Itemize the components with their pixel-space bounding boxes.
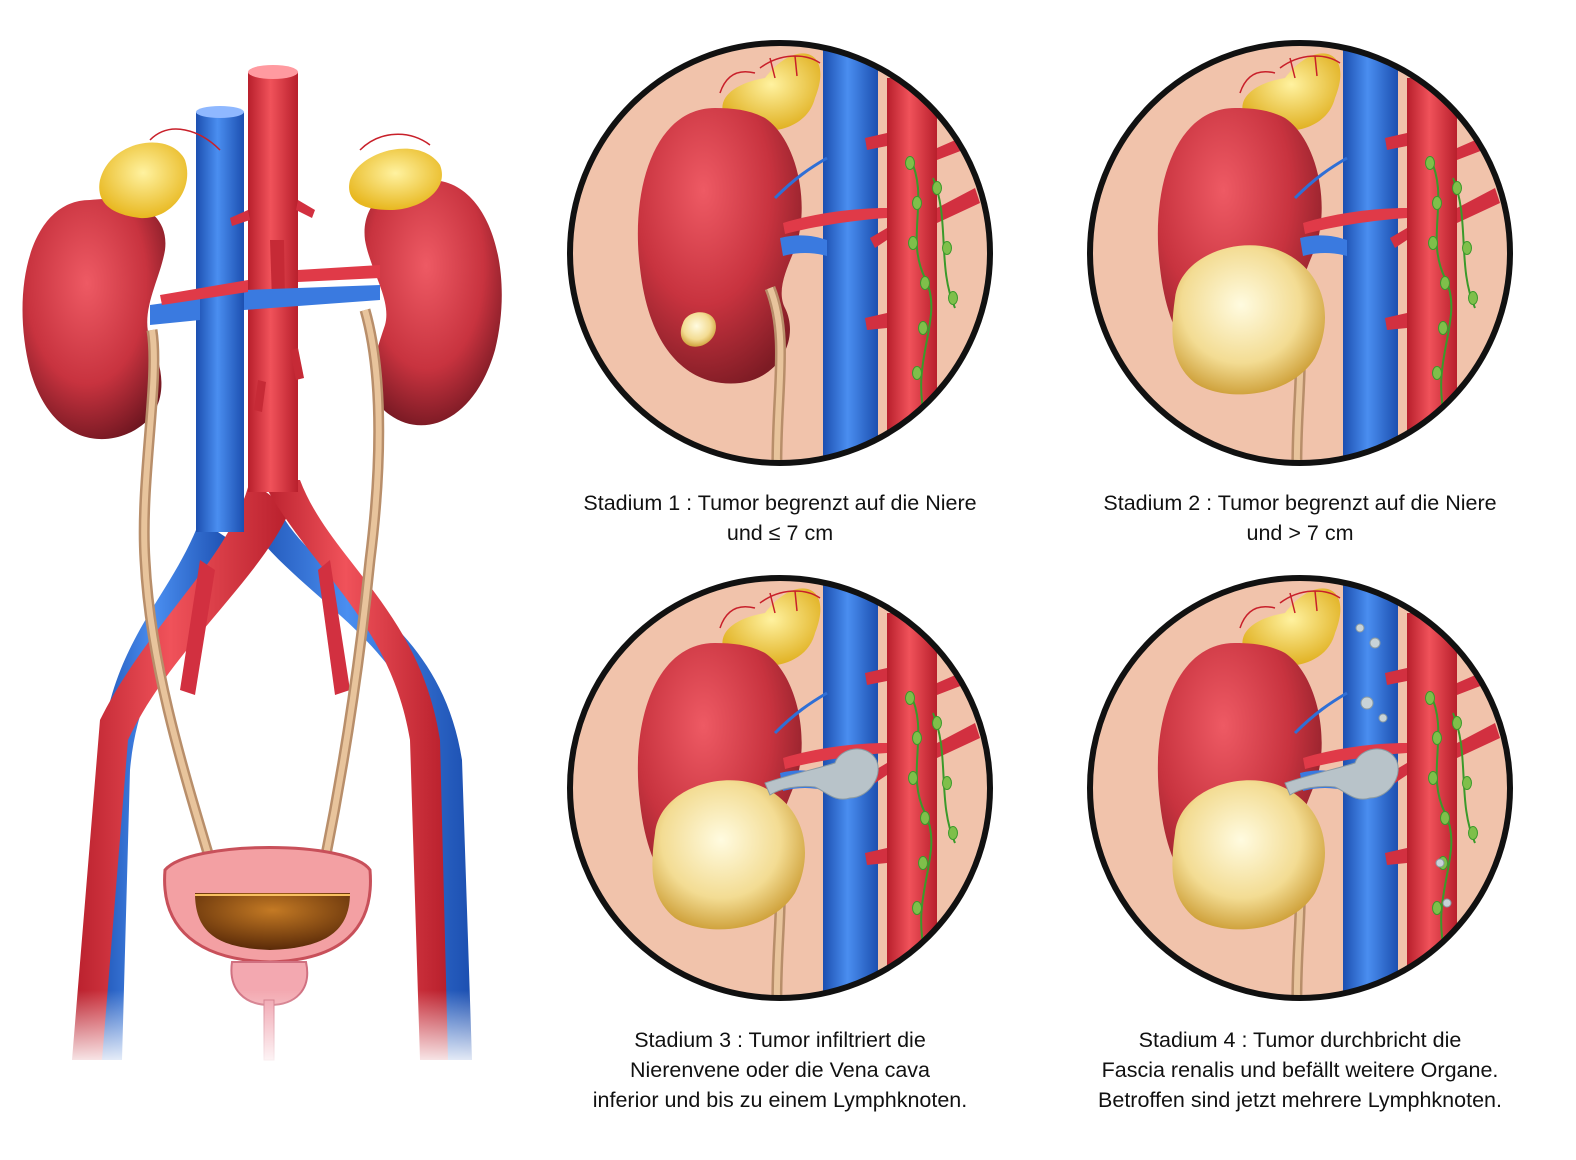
- stage-2-caption: Stadium 2 : Tumor begrenzt auf die Niere…: [1060, 488, 1540, 548]
- metastasis: [1442, 898, 1452, 908]
- stage-4-caption-line: Fascia renalis und befällt weitere Organ…: [1101, 1058, 1499, 1082]
- magnifier-ring: [567, 40, 993, 466]
- vena-cava: [1343, 43, 1398, 463]
- lymph-node: [1425, 691, 1435, 705]
- lymph-node: [912, 901, 922, 915]
- lymph-node: [920, 811, 930, 825]
- lymph-node: [942, 776, 952, 790]
- stage-3-caption: Stadium 3 : Tumor infiltriert die Nieren…: [540, 1025, 1020, 1115]
- lymph-node: [1425, 156, 1435, 170]
- stage-3-caption-line: Nierenvene oder die Vena cava: [629, 1058, 930, 1082]
- aorta: [1407, 78, 1457, 463]
- stage-4-panel: Stadium 4 : Tumor durchbricht die Fascia…: [1060, 573, 1540, 1133]
- lymph-node: [932, 181, 942, 195]
- lymph-node: [905, 156, 915, 170]
- lymph-node: [912, 731, 922, 745]
- metastasis: [1355, 623, 1365, 633]
- stage-3-caption-line: inferior und bis zu einem Lymphknoten.: [592, 1088, 968, 1112]
- lymph-node: [1468, 826, 1478, 840]
- magnifier-ring: [567, 575, 993, 1001]
- lymph-node: [1432, 196, 1442, 210]
- left-adrenal-gland: [349, 148, 442, 210]
- left-iliac-vein: [245, 520, 472, 1060]
- lymph-node: [912, 366, 922, 380]
- stage-3-panel: Stadium 3 : Tumor infiltriert die Nieren…: [540, 573, 1020, 1133]
- metastasis: [1378, 713, 1388, 723]
- lymph-node: [948, 826, 958, 840]
- right-adrenal-gland: [99, 142, 188, 219]
- stage-1-illustration: [567, 40, 993, 466]
- aorta: [1407, 613, 1457, 998]
- stage-2-illustration: [1087, 40, 1513, 466]
- left-kidney: [364, 179, 502, 426]
- vena-cava: [196, 112, 244, 532]
- stage-4-caption: Stadium 4 : Tumor durchbricht die Fascia…: [1060, 1025, 1540, 1115]
- stage-1-caption-line: Stadium 1 : Tumor begrenzt auf die Niere: [583, 491, 977, 515]
- lymph-node: [1440, 276, 1450, 290]
- lymph-node: [1432, 731, 1442, 745]
- lymph-node: [908, 771, 918, 785]
- lymph-node: [1468, 291, 1478, 305]
- lymph-node: [912, 196, 922, 210]
- magnifier-ring: [1087, 575, 1513, 1001]
- tumor-thrombus: [1284, 748, 1399, 800]
- urinary-system-illustration: [0, 0, 540, 1155]
- lymph-node: [1438, 321, 1448, 335]
- metastasis: [1435, 858, 1445, 868]
- lymph-node: [942, 241, 952, 255]
- metastasis: [1369, 637, 1381, 649]
- lymph-node: [1428, 236, 1438, 250]
- stage-3-caption-line: Stadium 3 : Tumor infiltriert die: [634, 1028, 926, 1052]
- aorta: [887, 78, 937, 463]
- lymph-node: [918, 321, 928, 335]
- stage-4-caption-line: Stadium 4 : Tumor durchbricht die: [1138, 1028, 1462, 1052]
- tumor: [1172, 245, 1325, 395]
- lymph-node: [1452, 181, 1462, 195]
- lymph-node: [908, 236, 918, 250]
- vena-cava: [823, 43, 878, 463]
- lymph-node: [1428, 771, 1438, 785]
- magnifier-ring: [1087, 40, 1513, 466]
- lymph-node: [1432, 901, 1442, 915]
- stage-1-caption: Stadium 1 : Tumor begrenzt auf die Niere…: [540, 488, 1020, 548]
- stage-4-caption-line: Betroffen sind jetzt mehrere Lymphknoten…: [1098, 1088, 1502, 1112]
- aorta: [887, 613, 937, 998]
- lymph-node: [1432, 366, 1442, 380]
- lymph-node: [1440, 811, 1450, 825]
- stage-1-caption-line: und ≤ 7 cm: [726, 521, 834, 545]
- lymph-node: [920, 276, 930, 290]
- right-kidney: [22, 199, 166, 440]
- stage-3-illustration: [567, 575, 993, 1001]
- stage-4-illustration: [1087, 575, 1513, 1001]
- lymph-node: [1462, 241, 1472, 255]
- stage-2-caption-line: und > 7 cm: [1246, 521, 1354, 545]
- metastasis: [1360, 696, 1374, 710]
- stage-2-caption-line: Stadium 2 : Tumor begrenzt auf die Niere: [1103, 491, 1497, 515]
- stage-1-panel: Stadium 1 : Tumor begrenzt auf die Niere…: [540, 38, 1020, 598]
- lymph-node: [1452, 716, 1462, 730]
- kidney: [637, 108, 802, 384]
- lymph-node: [948, 291, 958, 305]
- stage-2-panel: Stadium 2 : Tumor begrenzt auf die Niere…: [1060, 38, 1540, 598]
- lymph-node: [905, 691, 915, 705]
- lymph-node: [1462, 776, 1472, 790]
- tumor-thrombus: [764, 748, 879, 800]
- tumor: [652, 780, 805, 930]
- lymph-node: [932, 716, 942, 730]
- lymph-node: [918, 856, 928, 870]
- tumor: [680, 312, 716, 347]
- tumor: [1172, 780, 1325, 930]
